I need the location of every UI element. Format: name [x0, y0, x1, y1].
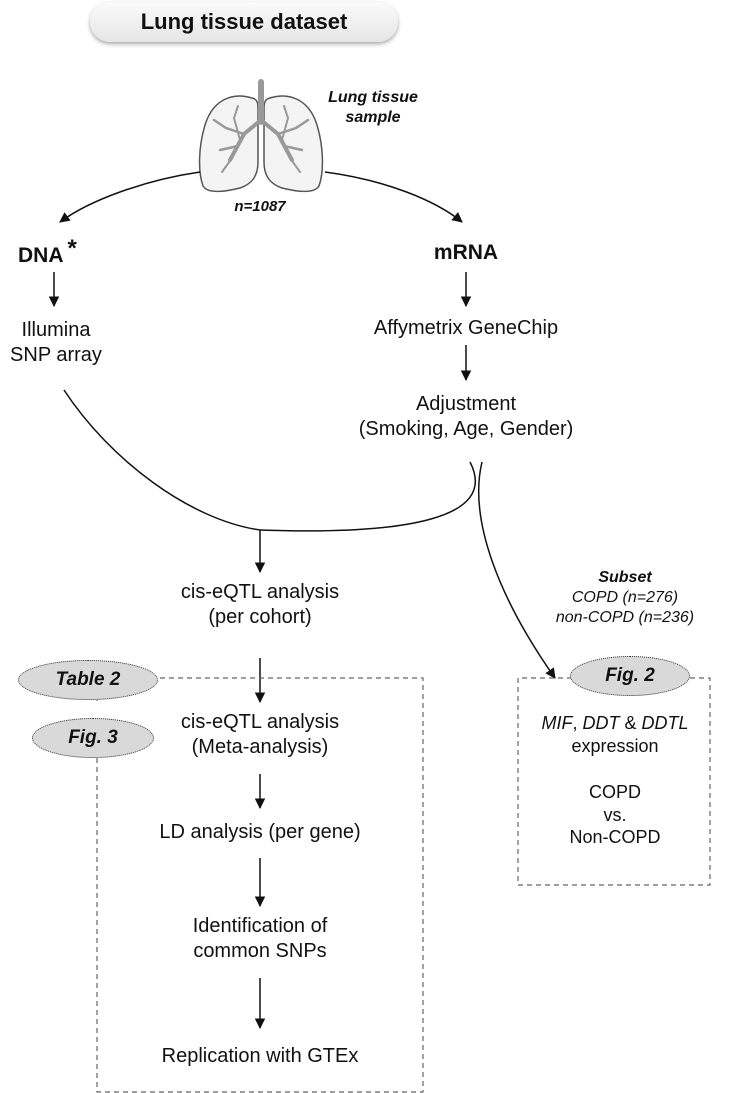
subset-dashed-box [517, 677, 711, 886]
subset-info: Subset COPD (n=276) non-COPD (n=236) [520, 568, 730, 628]
gene-ddt: DDT [582, 713, 620, 733]
lung-illustration [198, 79, 324, 193]
ceqtl-line1: cis-eQTL analysis [180, 581, 340, 603]
replication-step: Replication with GTEx [161, 1045, 359, 1067]
gene-ddtl: DDTL [641, 713, 689, 733]
dataset-title: Lung tissue dataset [90, 2, 398, 42]
expression-label: expression [571, 735, 659, 756]
sample-size: n=1087 [234, 198, 286, 215]
mrna-label: mRNA [433, 241, 499, 264]
gene-list: MIF, DDT & DDTL [520, 712, 710, 735]
group-copd: COPD [588, 782, 641, 802]
ceqtl-line2: (per cohort) [208, 606, 312, 628]
meta-line2: (Meta-analysis) [191, 736, 329, 758]
merge-curve-right [259, 461, 477, 532]
table2-badge: Table 2 [18, 660, 158, 700]
gene-mif: MIF [541, 713, 573, 733]
identification-step: Identification of common SNPs [140, 914, 380, 964]
arrow-sample-to-dna [59, 171, 201, 223]
meta-line1: cis-eQTL analysis [180, 711, 340, 733]
affymetrix-platform: Affymetrix GeneChip [373, 317, 559, 339]
subset-noncopd: non-COPD (n=236) [555, 609, 695, 626]
fig2-badge: Fig. 2 [570, 656, 690, 696]
ident-line2: common SNPs [193, 940, 327, 962]
ceqtl-meta-step: cis-eQTL analysis (Meta-analysis) [140, 710, 380, 760]
fig3-badge: Fig. 3 [32, 718, 154, 758]
merge-curve-left [63, 389, 261, 531]
arrow-adjustment-to-subset [478, 461, 556, 679]
subset-copd: COPD (n=276) [571, 589, 679, 606]
dna-asterisk: * [67, 235, 77, 262]
adjustment-step: Adjustment (Smoking, Age, Gender) [320, 392, 612, 442]
adjustment-line1: Adjustment [415, 393, 517, 415]
illumina-line1: Illumina [21, 319, 91, 341]
sample-label: Lung tissue sample [318, 88, 428, 128]
meta-analysis-dashed-box [96, 677, 424, 1093]
ld-analysis-step: LD analysis (per gene) [159, 821, 361, 843]
dna-label: DNA* [18, 235, 128, 270]
adjustment-line2: (Smoking, Age, Gender) [358, 418, 574, 440]
ident-line1: Identification of [192, 915, 328, 937]
expression-comparison: MIF, DDT & DDTL expression COPD vs. Non-… [520, 712, 710, 849]
gene-sep1: , [572, 713, 583, 733]
arrow-sample-to-mrna [324, 171, 463, 223]
ceqtl-per-cohort-step: cis-eQTL analysis (per cohort) [140, 580, 380, 630]
vs-label: vs. [603, 804, 627, 825]
illumina-line2: SNP array [10, 344, 102, 366]
subset-title: Subset [598, 569, 652, 586]
illumina-platform: Illumina SNP array [4, 318, 108, 368]
left-lung-shape [198, 95, 259, 193]
right-lung-shape [263, 95, 324, 193]
sample-label-line2: sample [345, 109, 401, 126]
sample-label-line1: Lung tissue [328, 89, 418, 106]
dna-text: DNA [18, 244, 64, 267]
bronchial-tree [212, 79, 310, 173]
group-noncopd: Non-COPD [569, 827, 661, 847]
gene-sep2: & [619, 713, 642, 733]
